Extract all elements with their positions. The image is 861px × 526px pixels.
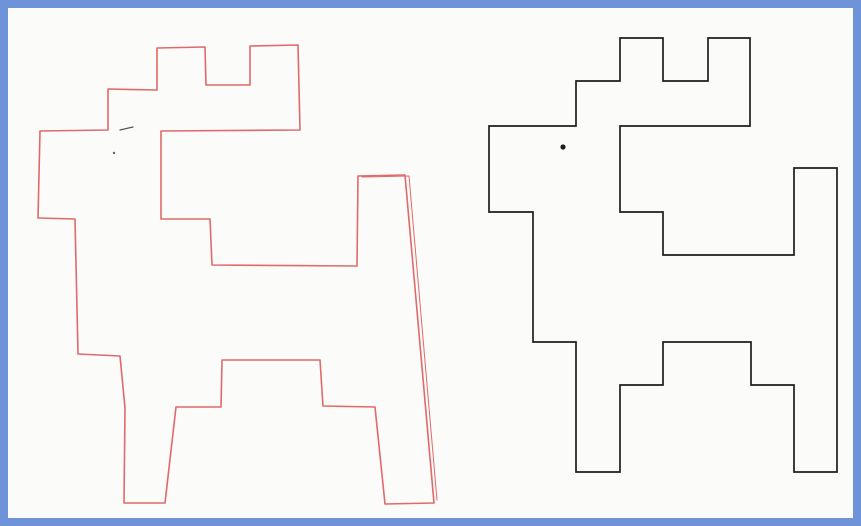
hand-drawn-reindeer	[38, 45, 437, 504]
reference-reindeer-outline	[489, 38, 837, 472]
reference-reindeer	[489, 38, 837, 472]
hand-drawn-reindeer-retrace	[362, 176, 437, 500]
hand-drawn-reindeer-eye	[113, 152, 115, 154]
hand-drawn-reindeer-outline	[38, 45, 434, 504]
reference-reindeer-eye	[560, 144, 565, 149]
hand-drawn-reindeer-mark	[120, 127, 133, 130]
